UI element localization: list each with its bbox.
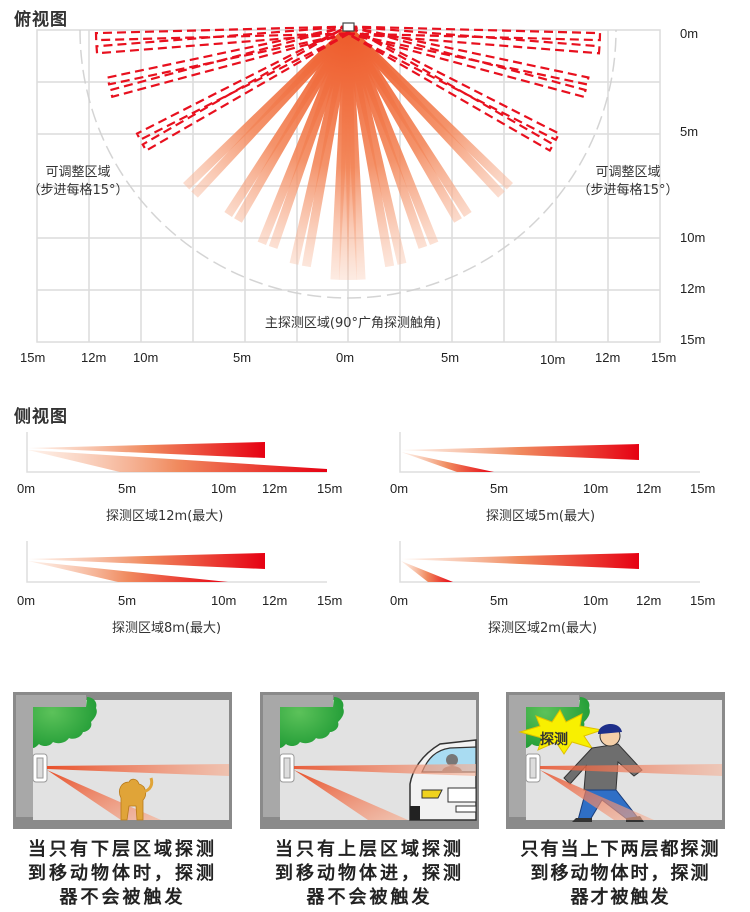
side1-tick-12m: 12m (262, 481, 288, 496)
scene-car (260, 692, 479, 829)
detection-beam (183, 26, 352, 190)
top-view-diagram (36, 22, 661, 343)
side2-tick-12m: 12m (636, 481, 662, 496)
x-tick-0m: 0m (336, 350, 355, 365)
y-tick-15m: 15m (680, 332, 706, 347)
side1-tick-10m: 10m (211, 481, 237, 496)
side-panel-8m (26, 541, 327, 583)
side3-tick-5m: 5m (118, 593, 137, 608)
detection-beam (344, 27, 462, 223)
side2-tick-10m: 10m (583, 481, 609, 496)
scenario-2-caption-line1: 当只有上层区域探测 (275, 839, 464, 860)
main-detection-beams (183, 26, 513, 281)
x-tick-right-10m: 10m (540, 352, 566, 367)
detection-beam (301, 29, 353, 268)
adjustable-zone-left-line2: （步进每格15°） (27, 183, 129, 198)
side1-caption: 探测区域12m(最大) (106, 509, 224, 524)
dog-icon (119, 777, 154, 821)
car-icon (409, 739, 477, 821)
adjustable-zone-beam (95, 25, 350, 55)
side2-tick-0m: 0m (390, 481, 409, 496)
scenario-2-caption-line3: 器不会被触发 (306, 887, 433, 908)
scenario-2-caption: 当只有上层区域探测 到移动物体进，探测 器不会被触发 (252, 838, 487, 910)
y-tick-0m: 0m (680, 26, 699, 41)
detection-beam (257, 28, 353, 245)
side3-tick-15m: 15m (317, 593, 343, 608)
side2-caption: 探测区域5m(最大) (486, 509, 596, 524)
range-arc (79, 29, 617, 299)
scenario-1-caption-line1: 当只有下层区域探测 (28, 839, 217, 860)
detection-beam (224, 27, 352, 217)
scenario-3-caption-line1: 只有当上下两层都探测 (520, 839, 721, 860)
side4-tick-5m: 5m (490, 593, 509, 608)
x-tick-right-12m: 12m (595, 350, 621, 365)
adjustable-zone-beam (94, 25, 350, 42)
y-tick-10m: 10m (680, 230, 706, 245)
scenario-2-caption-line2: 到移动物体进，探测 (275, 863, 464, 884)
scenario-1-caption: 当只有下层区域探测 到移动物体时，探测 器不会被触发 (5, 838, 240, 910)
y-tick-5m: 5m (680, 124, 699, 139)
detection-beam (343, 28, 428, 249)
adjustable-zone-beam (346, 25, 601, 55)
detection-beam (330, 29, 353, 280)
detection-beam (268, 28, 353, 249)
x-tick-right-5m: 5m (441, 350, 460, 365)
x-tick-left-10m: 10m (133, 350, 159, 365)
detection-beam (344, 26, 505, 198)
main-zone-label: 主探测区域(90°广角探测触角) (264, 316, 442, 331)
scenario-3-caption: 只有当上下两层都探测 到移动物体时，探测 器才被触发 (498, 838, 743, 910)
scene-dog (13, 692, 232, 829)
side-panel-12m (26, 432, 327, 473)
side1-tick-0m: 0m (17, 481, 36, 496)
side4-caption: 探测区域2m(最大) (488, 621, 598, 636)
side4-tick-0m: 0m (390, 593, 409, 608)
side-panel-2m (399, 541, 700, 583)
scene-person (506, 692, 725, 829)
side2-tick-15m: 15m (690, 481, 716, 496)
scenario-1-caption-line3: 器不会被触发 (59, 887, 186, 908)
adjustable-zone-left-line1: 可调整区域 (45, 165, 111, 180)
adjustable-zone-right-line1: 可调整区域 (595, 165, 661, 180)
x-tick-left-15m: 15m (20, 350, 46, 365)
adjustable-zone-label-left: 可调整区域 （步进每格15°） (18, 164, 138, 200)
scenario-1-caption-line2: 到移动物体时，探测 (28, 863, 217, 884)
side4-tick-15m: 15m (690, 593, 716, 608)
adjustable-zone-label-right: 可调整区域 （步进每格15°） (568, 164, 688, 200)
y-tick-12m: 12m (680, 281, 706, 296)
side-view-title: 侧视图 (14, 407, 68, 427)
side-panel-5m (399, 432, 700, 473)
side3-caption: 探测区域8m(最大) (112, 621, 222, 636)
x-tick-left-5m: 5m (233, 350, 252, 365)
detection-beam (289, 28, 353, 265)
person-icon (563, 723, 644, 822)
adjustable-zone-beam (346, 25, 602, 42)
x-tick-left-12m: 12m (81, 350, 107, 365)
side2-tick-5m: 5m (490, 481, 509, 496)
side4-tick-10m: 10m (583, 593, 609, 608)
side1-tick-5m: 5m (118, 481, 137, 496)
sensor-icon (342, 22, 355, 32)
side4-tick-12m: 12m (636, 593, 662, 608)
top-view-title: 俯视图 (14, 10, 68, 30)
scenario-3-caption-line3: 器才被触发 (570, 887, 671, 908)
detection-beam (343, 29, 395, 268)
side1-tick-15m: 15m (317, 481, 343, 496)
x-tick-right-15m: 15m (651, 350, 677, 365)
detect-badge-label: 探测 (540, 732, 568, 748)
side3-tick-10m: 10m (211, 593, 237, 608)
adjustable-zone-right-line2: （步进每格15°） (577, 183, 679, 198)
side3-tick-0m: 0m (17, 593, 36, 608)
scenario-3-caption-line2: 到移动物体时，探测 (530, 863, 711, 884)
side3-tick-12m: 12m (262, 593, 288, 608)
